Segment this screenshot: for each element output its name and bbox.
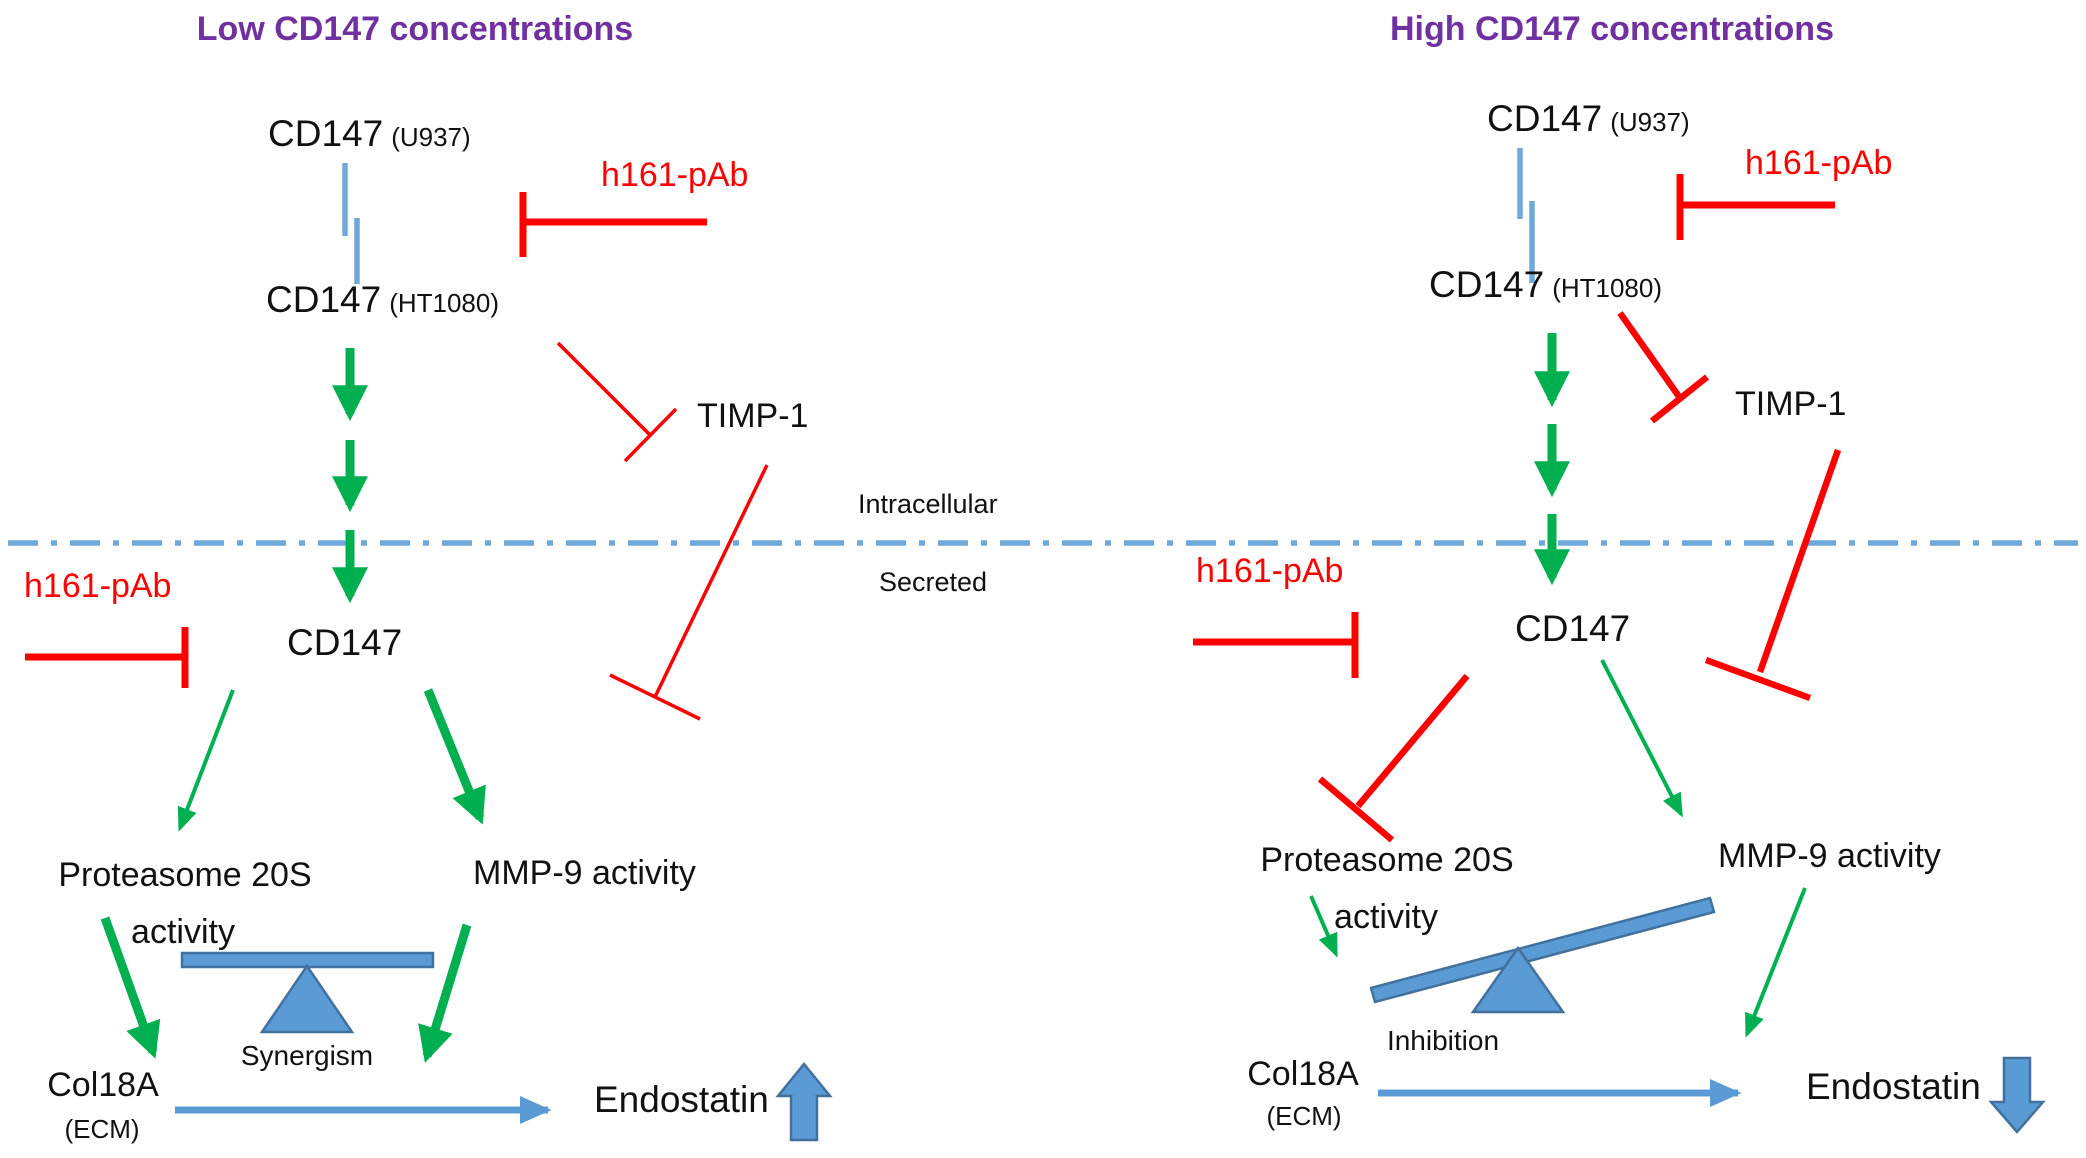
left-timp1-down-inhibit-cap [609, 673, 701, 721]
right-seesaw-beam [1369, 896, 1716, 1004]
left-cd147-ht1080-sub: (HT1080) [389, 288, 500, 318]
right-h161-pab-mid-label: h161-pAb [1196, 552, 1344, 590]
right-cd147-ht1080-main: CD147 [1429, 264, 1545, 305]
right-cd147-mmp9-arrow [1600, 659, 1683, 818]
left-cd147-u937-label: CD147(U937) [268, 113, 471, 154]
left-endostatin-label: Endostatin [594, 1079, 769, 1120]
left-cd147-timp1-inhibit-line [556, 341, 652, 437]
right-endostatin-down-arrow [1988, 1056, 2046, 1134]
left-h161-pab-mid-label: h161-pAb [24, 567, 172, 605]
left-panel-title: Low CD147 concentrations [196, 10, 634, 48]
right-timp1-label: TIMP-1 [1735, 385, 1847, 423]
left-mmp9-label: MMP-9 activity [473, 854, 696, 892]
left-cd147-mmp9-arrow [423, 688, 486, 825]
right-cd147-proteasome-inhibit-cap [1317, 776, 1395, 843]
right-proteasome-label-line2: activity [1334, 898, 1438, 936]
right-cd147-secreted-label: CD147 [1515, 608, 1631, 649]
right-proteasome-label-line1: Proteasome 20S [1260, 841, 1514, 879]
left-cd147-ht1080-main: CD147 [266, 279, 382, 320]
right-cd147-ht1080-label: CD147(HT1080) [1429, 264, 1663, 305]
left-mmp9-endostatin-arrow [418, 923, 472, 1063]
right-cd147-timp1-inhibit-cap [1649, 374, 1710, 424]
left-cd147-proteasome-arrow [177, 689, 235, 832]
right-h161-pab-top-label: h161-pAb [1745, 144, 1893, 182]
left-col18a-sub-label: (ECM) [64, 1114, 140, 1144]
right-cd147-u937-sub: (U937) [1610, 107, 1690, 137]
left-cd147-timp1-inhibit-cap [623, 407, 678, 463]
right-col18a-label: Col18A [1247, 1055, 1359, 1093]
left-timp1-down-inhibit-line [653, 464, 769, 698]
right-cd147-ht1080-sub: (HT1080) [1552, 273, 1663, 303]
intracellular-label: Intracellular [858, 489, 998, 519]
secreted-label: Secreted [879, 567, 988, 597]
right-cd147-timp1-inhibit-line [1617, 311, 1683, 400]
left-col18a-label: Col18A [47, 1066, 159, 1104]
left-proteasome-label-line1: Proteasome 20S [58, 856, 312, 894]
right-balance-label: Inhibition [1386, 1025, 1500, 1056]
right-mmp9-label: MMP-9 activity [1718, 837, 1941, 875]
right-timp1-down-inhibit-line [1756, 448, 1842, 674]
right-timp1-down-inhibit-cap [1704, 656, 1812, 702]
right-cd147-u937-main: CD147 [1487, 98, 1603, 139]
left-cd147-secreted-label: CD147 [287, 622, 403, 663]
left-balance-label: Synergism [240, 1040, 374, 1071]
right-panel-title: High CD147 concentrations [1390, 10, 1834, 48]
right-endostatin-label: Endostatin [1806, 1066, 1981, 1107]
left-proteasome-col18a-arrow [100, 916, 161, 1059]
left-h161-pab-top-label: h161-pAb [601, 156, 749, 194]
right-mmp9-endostatin-arrow [1745, 887, 1807, 1038]
right-cd147-proteasome-inhibit-line [1355, 673, 1470, 809]
left-seesaw-fulcrum [259, 963, 355, 1034]
right-seesaw-fulcrum [1470, 945, 1566, 1014]
left-proteasome-label-line2: activity [131, 913, 235, 951]
left-cd147-ht1080-label: CD147(HT1080) [266, 279, 500, 320]
left-cd147-u937-main: CD147 [268, 113, 384, 154]
left-timp1-label: TIMP-1 [697, 397, 809, 435]
right-col18a-sub-label: (ECM) [1266, 1101, 1342, 1131]
right-proteasome-col18a-arrow [1309, 895, 1338, 958]
right-cd147-u937-label: CD147(U937) [1487, 98, 1690, 139]
left-endostatin-up-arrow [775, 1062, 833, 1142]
left-cd147-u937-sub: (U937) [391, 122, 471, 152]
